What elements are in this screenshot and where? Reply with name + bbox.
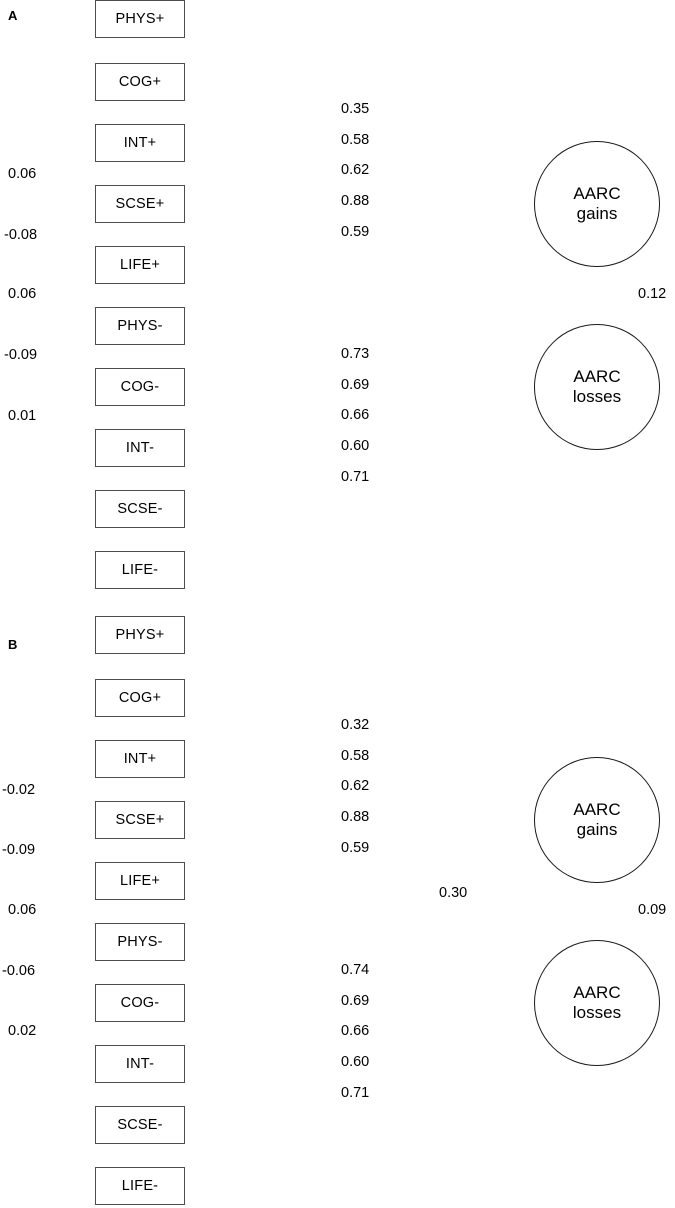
panel-a-loading-gains-scse-plus: 0.88 xyxy=(341,193,370,209)
panel-a-loading-gains-int-plus: 0.62 xyxy=(341,162,370,178)
indicator-label: COG- xyxy=(120,379,160,395)
panel-a-correlation-scse: -0.09 xyxy=(4,347,38,363)
indicator-label: PHYS- xyxy=(117,934,163,950)
panel-b-indicator-int-plus: INT+ xyxy=(95,740,185,778)
indicator-label: LIFE+ xyxy=(119,257,161,273)
panel-a-indicator-cog-minus: COG- xyxy=(95,368,185,406)
panel-a-loading-gains-phys-plus: 0.35 xyxy=(341,101,370,117)
panel-b-correlation-phys: -0.02 xyxy=(2,782,36,798)
panel-a-indicator-scse-minus: SCSE- xyxy=(95,490,185,528)
panel-b-cross-loading-edge xyxy=(185,649,552,963)
panel-b-loading-gains-scse-plus: 0.88 xyxy=(341,809,370,825)
panel-a-latent-aarc-gains: AARC gains xyxy=(534,141,660,267)
indicator-label: INT- xyxy=(125,1056,155,1072)
panel-b-factor-covariance: 0.09 xyxy=(638,902,667,918)
indicator-label: LIFE- xyxy=(121,562,159,578)
panel-b-loading-gains-phys-plus: 0.32 xyxy=(341,717,370,733)
latent-label-line2: gains xyxy=(576,820,618,839)
indicator-label: COG+ xyxy=(118,690,162,706)
latent-label-line1: AARC xyxy=(573,366,621,386)
indicator-label: SCSE+ xyxy=(115,812,165,828)
panel-a-indicator-scse-plus: SCSE+ xyxy=(95,185,185,223)
panel-b-indicator-phys-minus: PHYS- xyxy=(95,923,185,961)
indicator-label: PHYS- xyxy=(117,318,163,334)
panel-b-loading-losses-cog-minus: 0.69 xyxy=(341,993,370,1009)
latent-label-line1: AARC xyxy=(573,183,621,203)
panel-a-loading-losses-phys-minus: 0.73 xyxy=(341,346,370,362)
panel-b-indicator-scse-plus: SCSE+ xyxy=(95,801,185,839)
panel-b-loading-losses-scse-minus: 0.60 xyxy=(341,1054,370,1070)
panel-a-indicator-phys-minus: PHYS- xyxy=(95,307,185,345)
panel-b-indicator-cog-minus: COG- xyxy=(95,984,185,1022)
indicator-label: COG- xyxy=(120,995,160,1011)
panel-b-correlation-scse: -0.06 xyxy=(2,963,36,979)
panel-a-residual-correlation-edges xyxy=(44,36,101,567)
panel-b-loading-gains-cog-plus: 0.58 xyxy=(341,748,370,764)
panel-a-loading-losses-life-minus: 0.71 xyxy=(341,469,370,485)
indicator-label: SCSE+ xyxy=(115,196,165,212)
panel-b-correlation-int: 0.06 xyxy=(8,902,37,918)
indicator-label: LIFE- xyxy=(121,1178,159,1194)
indicator-label: INT+ xyxy=(123,751,157,767)
latent-label-line2: gains xyxy=(576,204,618,223)
panel-b-indicator-cog-plus: COG+ xyxy=(95,679,185,717)
panel-b-residual-correlation-edges xyxy=(44,652,101,1183)
indicator-label: PHYS+ xyxy=(115,11,165,27)
panel-b-loading-gains-life-plus: 0.59 xyxy=(341,840,370,856)
panel-b-cross-loading-losses-phys-plus: 0.30 xyxy=(439,885,468,901)
latent-label-line2: losses xyxy=(572,1003,622,1022)
panel-a-indicator-life-minus: LIFE- xyxy=(95,551,185,589)
panel-b-latent-aarc-losses: AARC losses xyxy=(534,940,660,1066)
panel-b-loading-losses-phys-minus: 0.74 xyxy=(341,962,370,978)
panel-a-loading-gains-cog-plus: 0.58 xyxy=(341,132,370,148)
panel-a-indicator-cog-plus: COG+ xyxy=(95,63,185,101)
panel-a-letter: A xyxy=(8,8,18,23)
latent-label-line1: AARC xyxy=(573,799,621,819)
panel-b-correlation-cog: -0.09 xyxy=(2,842,36,858)
panel-b-indicator-phys-plus: PHYS+ xyxy=(95,616,185,654)
panel-a-loading-losses-cog-minus: 0.69 xyxy=(341,377,370,393)
latent-label-line1: AARC xyxy=(573,982,621,1002)
panel-a-latent-aarc-losses: AARC losses xyxy=(534,324,660,450)
indicator-label: SCSE- xyxy=(117,501,163,517)
panel-a-loading-gains-life-plus: 0.59 xyxy=(341,224,370,240)
panel-b-loading-gains-int-plus: 0.62 xyxy=(341,778,370,794)
panel-b-loading-losses-int-minus: 0.66 xyxy=(341,1023,370,1039)
indicator-label: PHYS+ xyxy=(115,627,165,643)
panel-b-loading-losses-life-minus: 0.71 xyxy=(341,1085,370,1101)
panel-a-loading-losses-int-minus: 0.66 xyxy=(341,407,370,423)
panel-a-correlation-life: 0.01 xyxy=(8,408,37,424)
latent-label-line2: losses xyxy=(572,387,622,406)
panel-a-correlation-phys: 0.06 xyxy=(8,166,37,182)
panel-a-indicator-phys-plus: PHYS+ xyxy=(95,0,185,38)
indicator-label: SCSE- xyxy=(117,1117,163,1133)
panel-a-indicator-int-minus: INT- xyxy=(95,429,185,467)
indicator-label: LIFE+ xyxy=(119,873,161,889)
panel-a-correlation-cog: -0.08 xyxy=(4,227,38,243)
panel-b-letter: B xyxy=(8,637,18,652)
panel-a-indicator-int-plus: INT+ xyxy=(95,124,185,162)
panel-b-latent-aarc-gains: AARC gains xyxy=(534,757,660,883)
panel-b-indicator-scse-minus: SCSE- xyxy=(95,1106,185,1144)
panel-a-indicator-life-plus: LIFE+ xyxy=(95,246,185,284)
panel-b-correlation-life: 0.02 xyxy=(8,1023,37,1039)
panel-b-indicator-life-plus: LIFE+ xyxy=(95,862,185,900)
indicator-label: COG+ xyxy=(118,74,162,90)
panel-b-indicator-int-minus: INT- xyxy=(95,1045,185,1083)
panel-a-correlation-int: 0.06 xyxy=(8,286,37,302)
panel-b-indicator-life-minus: LIFE- xyxy=(95,1167,185,1205)
indicator-label: INT+ xyxy=(123,135,157,151)
panel-a-loading-losses-scse-minus: 0.60 xyxy=(341,438,370,454)
indicator-label: INT- xyxy=(125,440,155,456)
panel-a-factor-covariance: 0.12 xyxy=(638,286,667,302)
